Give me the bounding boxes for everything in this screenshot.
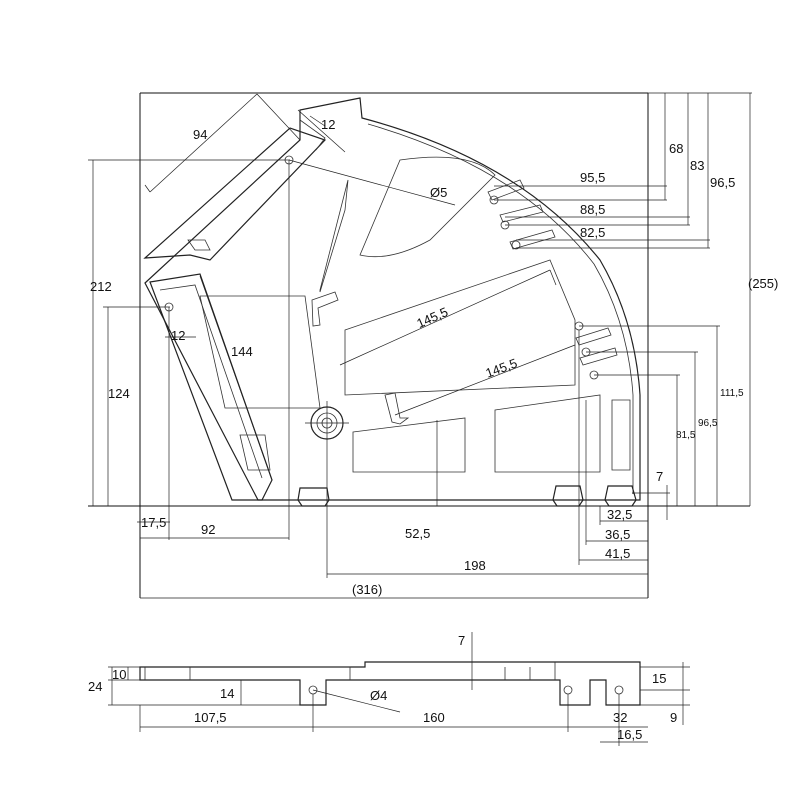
dim-111-5: 111,5: [720, 388, 744, 399]
dim-15: 15: [652, 671, 666, 686]
dim-12-top: 12: [321, 117, 335, 132]
dim-24: 24: [88, 679, 102, 694]
dim-32: 32: [613, 710, 627, 725]
dim-83: 83: [690, 158, 704, 173]
dim-16-5: 16,5: [617, 727, 642, 742]
dim-10: 10: [112, 667, 126, 682]
dim-145-5-b: 145,5: [484, 355, 520, 380]
left-arm: [149, 273, 273, 501]
dim-dia4: Ø4: [370, 688, 387, 703]
dim-144: 144: [231, 344, 253, 359]
dim-12-left: 12: [171, 328, 185, 343]
dim-95-5: 95,5: [580, 170, 605, 185]
side-outline: [139, 661, 641, 706]
dim-32-5: 32,5: [607, 507, 632, 522]
dim-68: 68: [669, 141, 683, 156]
dim-82-5: 82,5: [580, 225, 605, 240]
dim-9: 9: [670, 710, 677, 725]
dim-124: 124: [108, 386, 130, 401]
dim-dia5: Ø5: [430, 185, 447, 200]
dim-316: (316): [352, 582, 382, 597]
dim-96-5-small: 96,5: [698, 418, 718, 429]
dim-14: 14: [220, 686, 234, 701]
dim-160: 160: [423, 710, 445, 725]
dim-36-5: 36,5: [605, 527, 630, 542]
dim-7-right: 7: [656, 469, 663, 484]
dim-7-side: 7: [458, 633, 465, 648]
dim-94: 94: [193, 127, 207, 142]
dim-255: (255): [748, 276, 778, 291]
top-view: 94 12 Ø5 212 124 12 144 17,5 92: [88, 92, 778, 599]
dim-88-5: 88,5: [580, 202, 605, 217]
dim-41-5: 41,5: [605, 546, 630, 561]
dim-145-5-a: 145,5: [414, 304, 450, 331]
dim-81-5: 81,5: [676, 430, 696, 441]
dim-52-5: 52,5: [405, 526, 430, 541]
dim-96-5-top: 96,5: [710, 175, 735, 190]
dim-198: 198: [464, 558, 486, 573]
upper-flap: [143, 127, 327, 261]
side-view: 7 10 24 14 Ø4 107,5 160 32 16,5 1: [88, 632, 690, 746]
dim-107-5: 107,5: [194, 710, 227, 725]
dim-212: 212: [90, 279, 112, 294]
part-outline: [144, 97, 641, 501]
dim-92: 92: [201, 522, 215, 537]
dim-17-5: 17,5: [141, 515, 166, 530]
